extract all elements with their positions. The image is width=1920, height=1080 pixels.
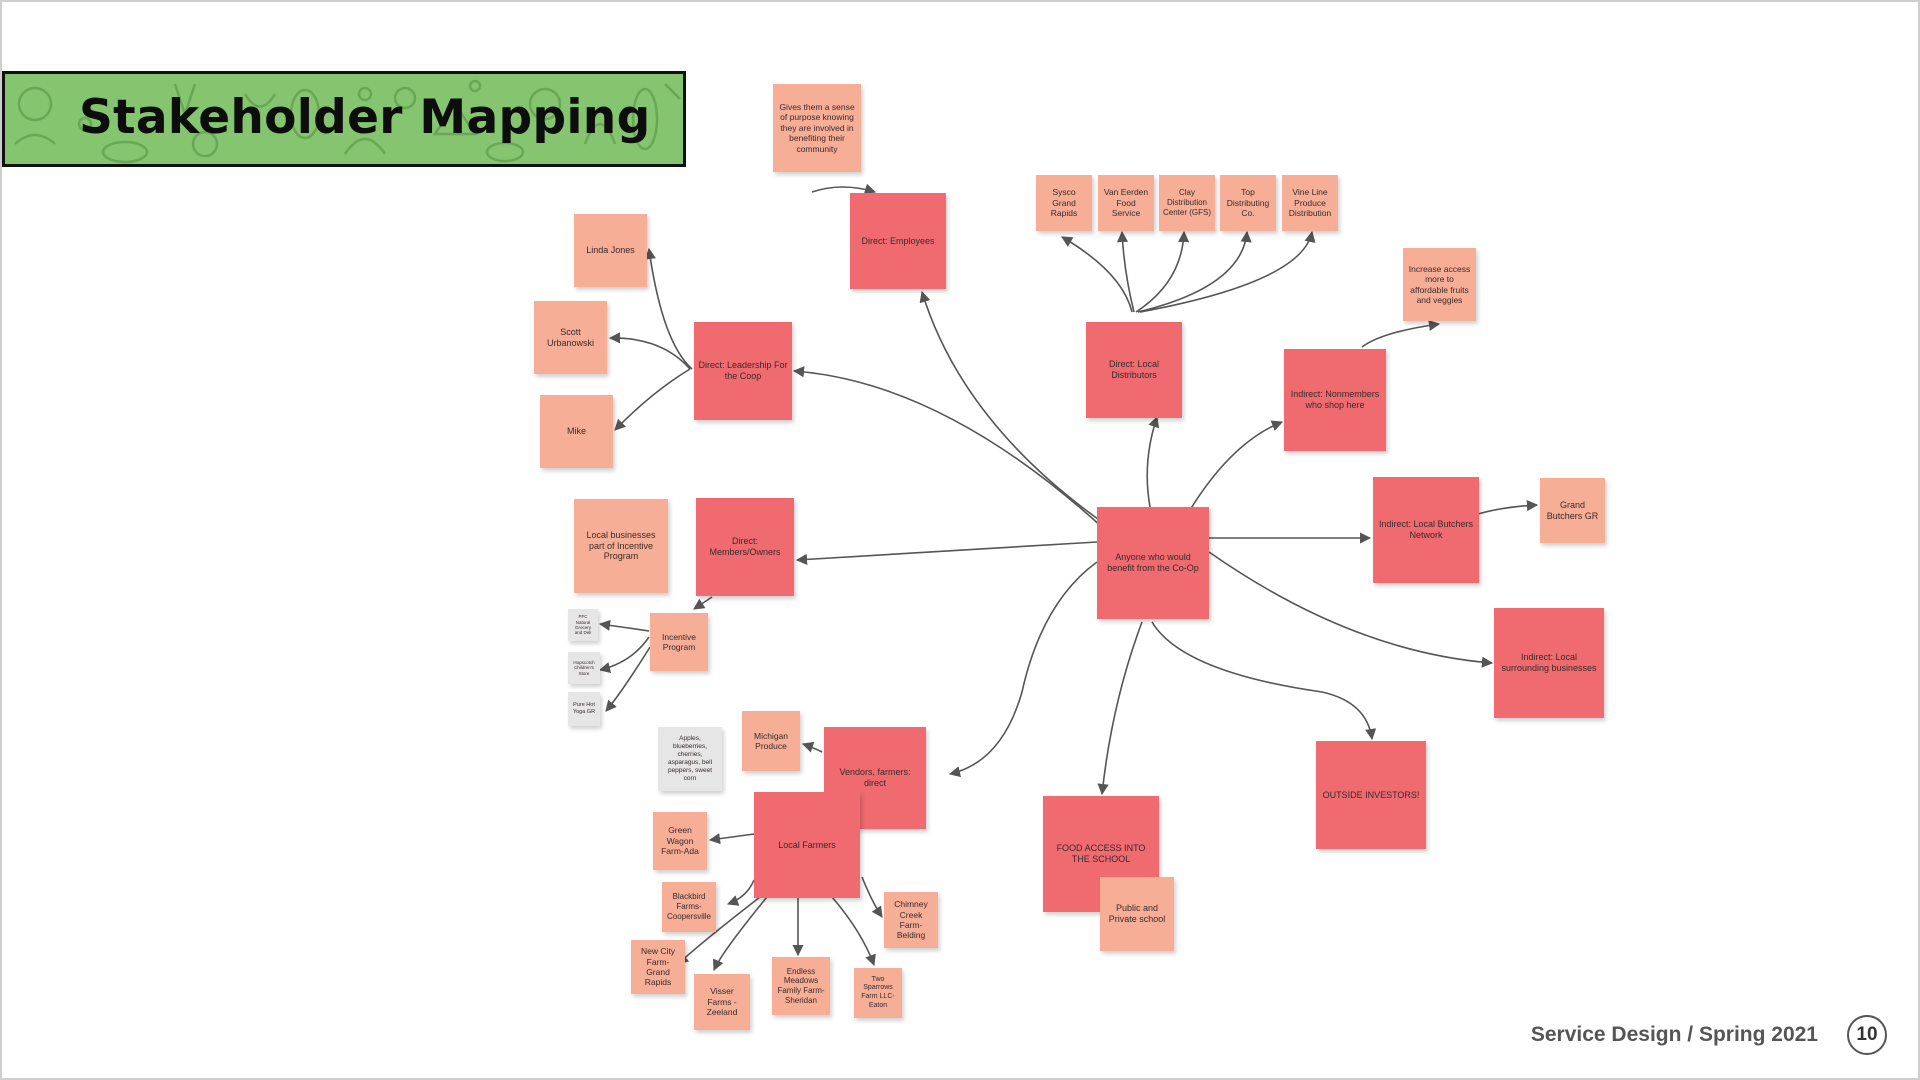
connector-butchers-grandbutchers [1477,499,1539,515]
connector-incentive-item3 [605,646,651,712]
connector-center-surrounding [1208,551,1494,668]
connector-dist-sysco [1061,236,1133,313]
note-top-distributing: Top Distributing Co. [1220,175,1276,231]
connector-incentive-item1 [598,619,650,632]
note-linda-jones: Linda Jones [574,214,647,287]
note-direct-leadership: Direct: Leadership For the Coop [694,322,792,420]
connector-leadership-linda [644,247,693,370]
note-new-city: New City Farm-Grand Rapids [631,940,685,994]
connector-farmers-chimney [861,876,883,918]
connector-dist-clay [1135,230,1190,313]
note-incentive-item-3: Pure Hot Yoga GR [568,692,600,726]
connector-dist-vineline [1139,230,1316,313]
connector-leadership-scott [608,332,691,370]
note-van-eerden: Van Eerden Food Service [1098,175,1154,231]
connector-members-incentive [693,596,713,610]
connector-farmers-blackbird [726,879,755,906]
note-vine-line: Vine Line Produce Distribution [1282,175,1338,231]
slide-title: Stakeholder Mapping [79,90,651,145]
connector-center-distributors [1146,415,1160,508]
note-indirect-butchers-network: Indirect: Local Butchers Network [1373,477,1479,583]
title-banner: Stakeholder Mapping [2,71,686,167]
connector-farmers-greenwagon [708,833,755,845]
connector-employees-purpose [811,183,877,195]
connector-dist-vaneerden [1116,230,1135,313]
note-grand-butchers: Grand Butchers GR [1540,478,1605,543]
note-chimney-creek: Chimney Creek Farm-Belding [884,892,938,948]
vegetable-pattern-icon [14,79,681,164]
note-local-businesses-incentive: Local businesses part of Incentive Progr… [574,499,668,593]
note-indirect-nonmembers: Indirect: Nonmembers who shop here [1284,349,1386,451]
note-green-wagon: Green Wagon Farm-Ada [653,812,707,870]
note-michigan-produce: Michigan Produce [742,711,800,771]
connector-center-investors [1151,621,1377,741]
note-incentive-item-2: Hopscotch Children's Store [568,652,600,684]
note-incentive-item-1: PFC Natural Grocery and Deli [568,609,598,641]
note-scott-urbanowski: Scott Urbanowski [534,301,607,374]
connector-incentive-item2 [598,636,650,673]
note-clay: Clay Distribution Center (GFS) [1159,175,1215,231]
page-number-badge: 10 [1847,1015,1887,1055]
connector-farmers-twosparrows [831,896,876,967]
note-visser: Visser Farms -Zeeland [694,974,750,1030]
note-blackbird: Blackbird Farms-Coopersville [662,882,716,932]
note-direct-local-distributors: Direct: Local Distributors [1086,322,1182,418]
note-produce-list: Apples, blueberries, cherries, asparagus… [658,727,722,791]
note-employees-purpose: Gives them a sense of purpose knowing th… [773,84,861,172]
connector-dist-top [1137,230,1252,313]
note-direct-members-owners: Direct: Members/Owners [696,498,794,596]
connector-center-vendors [948,561,1098,778]
note-center-stakeholder: Anyone who would benefit from the Co-Op [1097,507,1209,619]
note-two-sparrows: Two Sparrows Farm LLC-Eaton [854,968,902,1018]
note-incentive-program: Incentive Program [650,613,708,671]
connector-center-employees [919,290,1103,523]
connector-center-leadership [792,366,1103,528]
note-outside-investors: OUTSIDE INVESTORS! [1316,741,1426,849]
footer-course-label: Service Design / Spring 2021 [1530,1023,1818,1046]
connector-center-foodaccess [1097,621,1143,796]
note-vendors-farmers: Vendors, farmers: direct [824,727,926,829]
connector-farmers-visser [712,896,768,972]
note-indirect-surrounding-businesses: Indirect: Local surrounding businesses [1494,608,1604,718]
note-sysco: Sysco Grand Rapids [1036,175,1092,231]
connector-vendors-produce [801,741,823,753]
connector-nonmembers-access [1361,319,1441,348]
connector-center-nonmembers [1189,420,1284,511]
connector-leadership-mike [614,368,691,431]
note-endless-meadows: Endless Meadows Family Farm-Sheridan [772,957,830,1015]
note-increase-access: Increase access more to affordable fruit… [1403,248,1476,321]
connector-center-members [795,541,1098,565]
note-local-farmers: Local Farmers [754,792,860,898]
note-direct-employees: Direct: Employees [850,193,946,289]
note-mike: Mike [540,395,613,468]
note-public-private-school: Public and Private school [1100,877,1174,951]
